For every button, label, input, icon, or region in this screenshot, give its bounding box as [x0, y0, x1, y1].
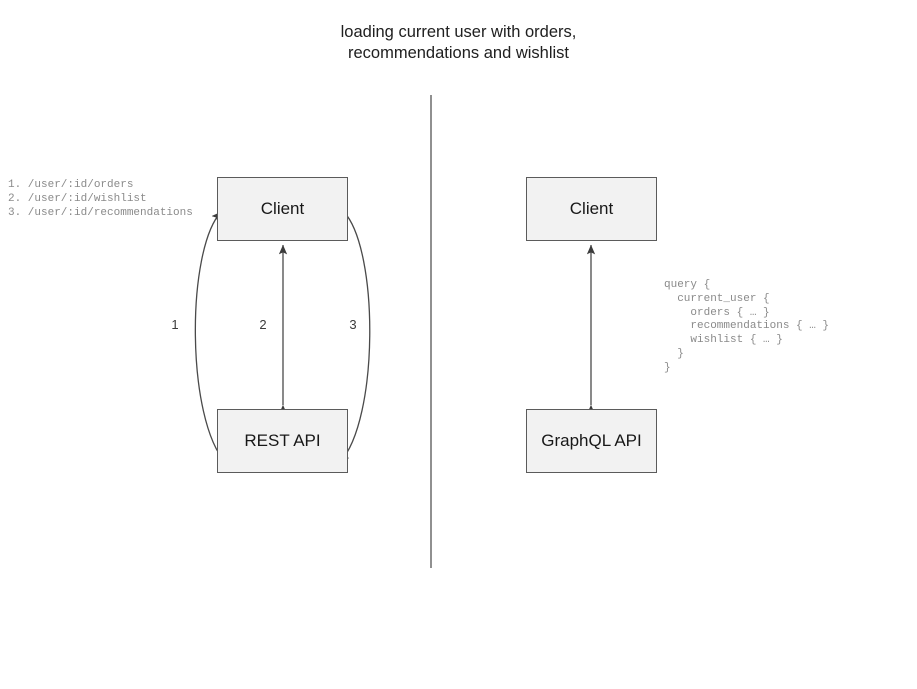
edge-label-1: 1 [171, 317, 179, 332]
edge-3-recommendations [339, 211, 371, 463]
diagram-title: loading current user with orders, recomm… [340, 23, 577, 62]
node-client-rest[interactable]: Client [217, 177, 348, 241]
node-rest-api[interactable]: REST API [217, 409, 348, 473]
edge-label-3: 3 [349, 317, 357, 332]
rest-endpoint-list: 1. /user/:id/orders 2. /user/:id/wishlis… [8, 179, 193, 219]
graphql-query-block: query { current_user { orders { … } reco… [664, 279, 830, 374]
edge-label-2: 2 [259, 317, 267, 332]
node-client-graphql[interactable]: Client [526, 177, 657, 241]
node-graphql-api[interactable]: GraphQL API [526, 409, 657, 473]
edge-1-orders [194, 211, 227, 464]
